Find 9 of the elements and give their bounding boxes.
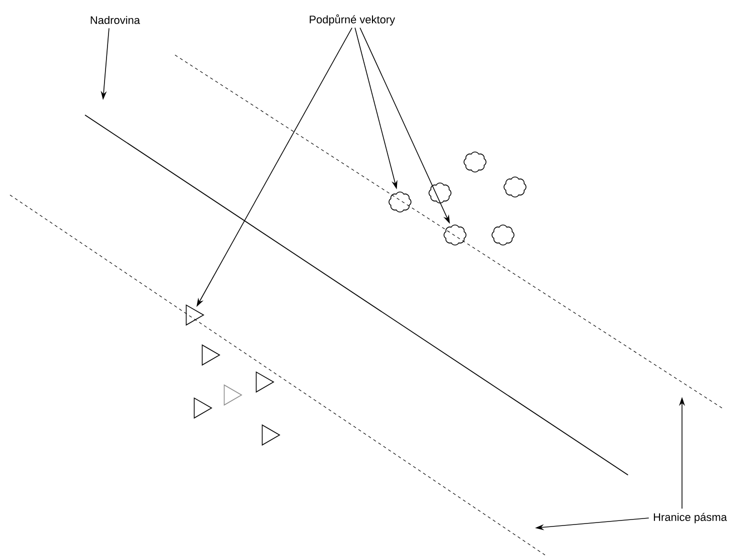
node-label: Hranice pásma [654, 512, 727, 524]
node-label: Podpůrné vektory [310, 14, 396, 26]
cloud-shape [504, 176, 526, 198]
cloud-shape [492, 224, 514, 246]
cloud-shape [388, 192, 412, 212]
cloud-shape [428, 182, 452, 204]
cloud-shape [444, 224, 466, 246]
cloud-shape [464, 152, 486, 172]
node-label: Nadrovina [90, 16, 140, 24]
